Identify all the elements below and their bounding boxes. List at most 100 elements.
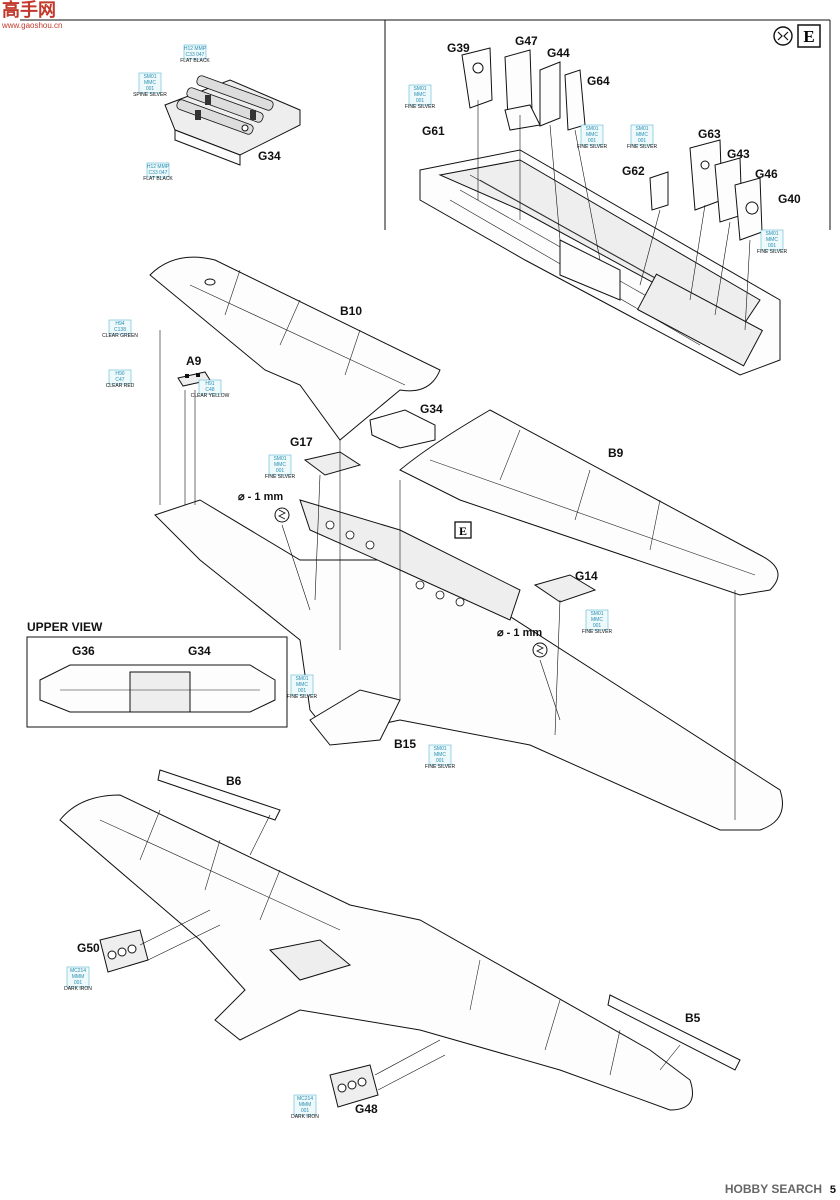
gun-rack-g34 — [164, 75, 301, 166]
label-b6: B6 — [226, 774, 242, 788]
page-number: 5 — [829, 1184, 836, 1196]
logo-chars: 高手网 — [2, 0, 56, 20]
label-g62: G62 — [622, 164, 645, 178]
paint-line: FINE SILVER — [287, 694, 318, 700]
label-g17: G17 — [290, 435, 313, 449]
paint-line: SPINE SILVER — [133, 92, 167, 98]
label-g40: G40 — [778, 192, 801, 206]
paint-line: MMC — [766, 237, 778, 243]
label-g14: G14 — [575, 569, 598, 583]
paint-line: FLAT BLACK — [143, 176, 173, 182]
paint-line: 001 — [301, 1108, 310, 1114]
paint-line: MMC — [636, 132, 648, 138]
paint-line: MMC — [586, 132, 598, 138]
label-g63: G63 — [698, 127, 721, 141]
paint-line: FINE SILVER — [425, 764, 456, 770]
paint-line: SM01 — [413, 86, 426, 92]
paint-line: 001 — [298, 688, 307, 694]
paint-line: MC214 — [297, 1096, 313, 1102]
paint-line: MMC — [591, 617, 603, 623]
drill-icon-1 — [274, 507, 290, 523]
assembly-lines-top — [477, 100, 751, 331]
label-b10: B10 — [340, 304, 362, 318]
logo-url: www.gaoshou.cn — [2, 21, 63, 30]
paint-line: SM01 — [295, 676, 308, 682]
paint-line: 001 — [638, 138, 647, 144]
label-g39: G39 — [447, 41, 470, 55]
paint-line: DARK IRON — [64, 986, 92, 992]
label-b15: B15 — [394, 737, 416, 751]
paint-line: H12 MMP — [184, 46, 207, 52]
paint-line: 001 — [416, 98, 425, 104]
drill-icon-2 — [532, 642, 548, 658]
paint-line: FINE SILVER — [405, 104, 436, 110]
part-g14 — [533, 574, 597, 603]
assembly-lines-bottom — [139, 814, 681, 1091]
paint-line: CLEAR YELLOW — [191, 393, 230, 399]
label-b5: B5 — [685, 1011, 701, 1025]
site-logo: 高手网 www.gaoshou.cn — [2, 0, 63, 34]
paint-line: 001 — [436, 758, 445, 764]
sheet-e-letter: E — [803, 27, 814, 46]
part-g50 — [99, 929, 149, 973]
paint-line: 001 — [588, 138, 597, 144]
wing-b10 — [149, 256, 441, 441]
paint-line: MMC — [414, 92, 426, 98]
paint-line: 001 — [74, 980, 83, 986]
label-g34-upper-view: G34 — [188, 644, 211, 658]
rotate-icon — [773, 26, 793, 46]
label-g43: G43 — [727, 147, 750, 161]
label-g50: G50 — [77, 941, 100, 955]
paint-line: SM01 — [590, 611, 603, 617]
upper-view-title: UPPER VIEW — [27, 620, 103, 634]
part-b6 — [157, 769, 281, 821]
drill-note-1: ⌀ - 1 mm — [238, 491, 283, 503]
upper-view-drawing — [39, 664, 276, 713]
label-g44: G44 — [547, 46, 570, 60]
callout-e-box — [454, 521, 472, 539]
paint-line: SM01 — [635, 126, 648, 132]
paint-line: C33 047 — [149, 170, 168, 176]
upper-view-frame — [26, 636, 288, 728]
paint-line: C33 047 — [186, 52, 205, 58]
paint-line: FINE SILVER — [582, 629, 613, 635]
label-g48: G48 — [355, 1102, 378, 1116]
paint-line: FINE SILVER — [627, 144, 658, 150]
part-b5 — [607, 994, 741, 1071]
label-g61: G61 — [422, 124, 445, 138]
wing-assembly-bottom — [59, 794, 693, 1111]
seat-brackets — [461, 47, 763, 241]
drill-note-2: ⌀ - 1 mm — [497, 627, 542, 639]
paint-line: FINE SILVER — [757, 249, 788, 255]
paint-line: FINE SILVER — [265, 474, 296, 480]
paint-line: CLEAR GREEN — [102, 333, 138, 339]
assembly-lines-middle — [159, 330, 736, 820]
paint-line: C48 — [205, 387, 214, 393]
paint-line: H94 — [115, 321, 124, 327]
paint-line: MMM — [72, 974, 85, 980]
sheet-e-box — [797, 24, 821, 48]
paint-line: H90 — [115, 371, 124, 377]
paint-line: H12 MMP — [147, 164, 170, 170]
label-b9: B9 — [608, 446, 624, 460]
paint-line: FINE SILVER — [577, 144, 608, 150]
paint-line: FLAT BLACK — [180, 58, 210, 64]
paint-line: DARK IRON — [291, 1114, 319, 1120]
label-g34-top: G34 — [258, 149, 281, 163]
paint-line: SM01 — [433, 746, 446, 752]
paint-line: MMM — [299, 1102, 312, 1108]
paint-line: MMC — [274, 462, 286, 468]
